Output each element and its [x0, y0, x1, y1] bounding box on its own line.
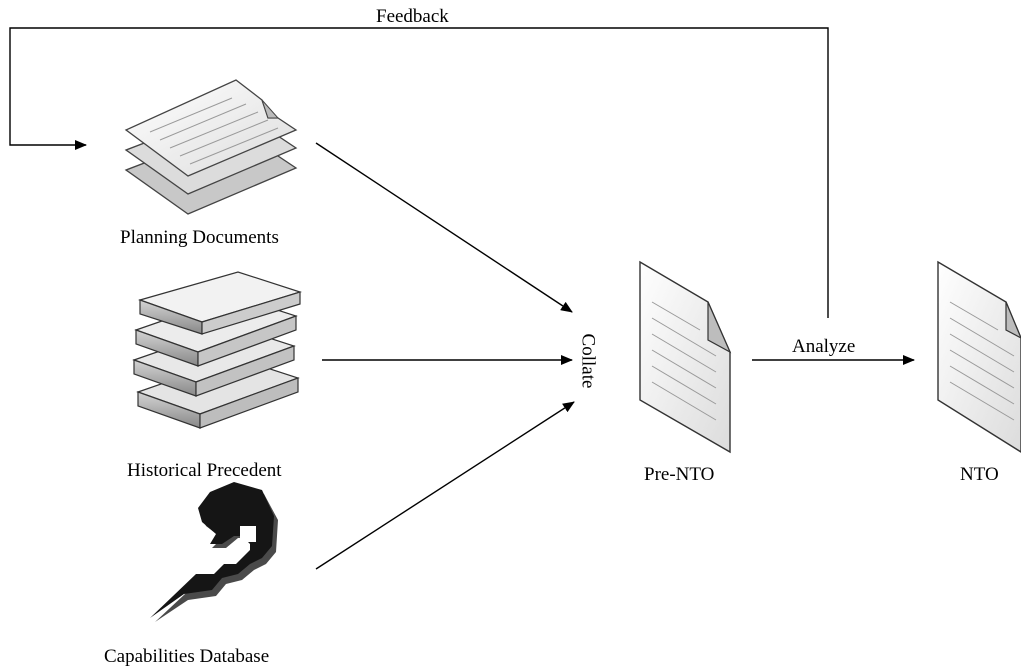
key-icon — [150, 482, 278, 622]
capabilities-database-label: Capabilities Database — [104, 646, 270, 667]
nto-document-icon — [937, 260, 1021, 453]
books-stack-icon — [132, 271, 303, 429]
feedback-arrow — [9, 27, 829, 318]
capabilities-to-collate-arrow — [315, 401, 575, 570]
pre-nto-label: Pre-NTO — [644, 464, 715, 485]
nto-label: NTO — [960, 464, 999, 485]
collate-label: Collate — [577, 333, 599, 389]
documents-stack-icon — [124, 79, 298, 215]
feedback-label: Feedback — [376, 6, 449, 27]
analyze-label: Analyze — [792, 336, 856, 357]
planning-documents-label: Planning Documents — [120, 227, 279, 248]
pre-nto-document-icon — [639, 260, 732, 454]
historical-precedent-label: Historical Precedent — [127, 460, 282, 481]
planning-to-collate-arrow — [315, 142, 573, 313]
